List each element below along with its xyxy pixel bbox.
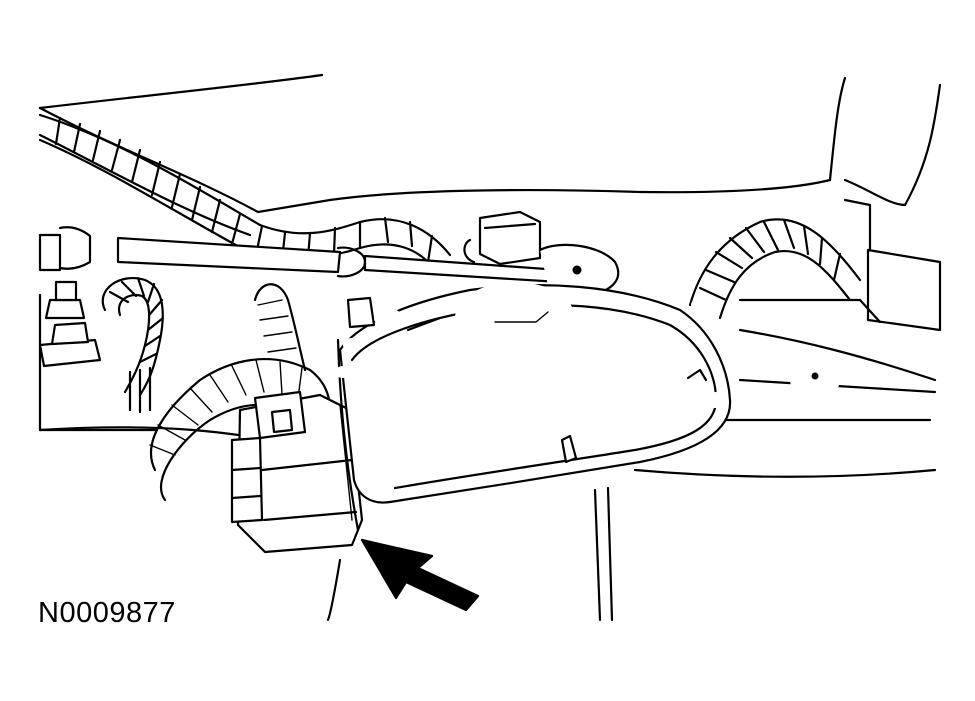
left-wiring-loop bbox=[101, 276, 165, 414]
top-connector bbox=[463, 210, 542, 266]
mounting-bracket bbox=[538, 243, 620, 296]
right-bracket bbox=[843, 198, 942, 332]
housing-bolts bbox=[335, 296, 725, 493]
selector-hub bbox=[455, 282, 575, 354]
electrical-connector bbox=[230, 390, 364, 554]
gasket-line bbox=[336, 338, 360, 532]
left-bolts bbox=[38, 280, 102, 368]
upper-body-panel bbox=[38, 73, 942, 237]
callout-arrow-icon bbox=[360, 538, 480, 612]
right-nut bbox=[790, 360, 840, 400]
figure-id-label: N0009877 bbox=[38, 597, 176, 629]
transmission-case bbox=[38, 293, 937, 622]
right-wiring-harness bbox=[688, 218, 862, 320]
upper-wiring-harness bbox=[38, 113, 452, 272]
shift-cable bbox=[38, 226, 562, 284]
